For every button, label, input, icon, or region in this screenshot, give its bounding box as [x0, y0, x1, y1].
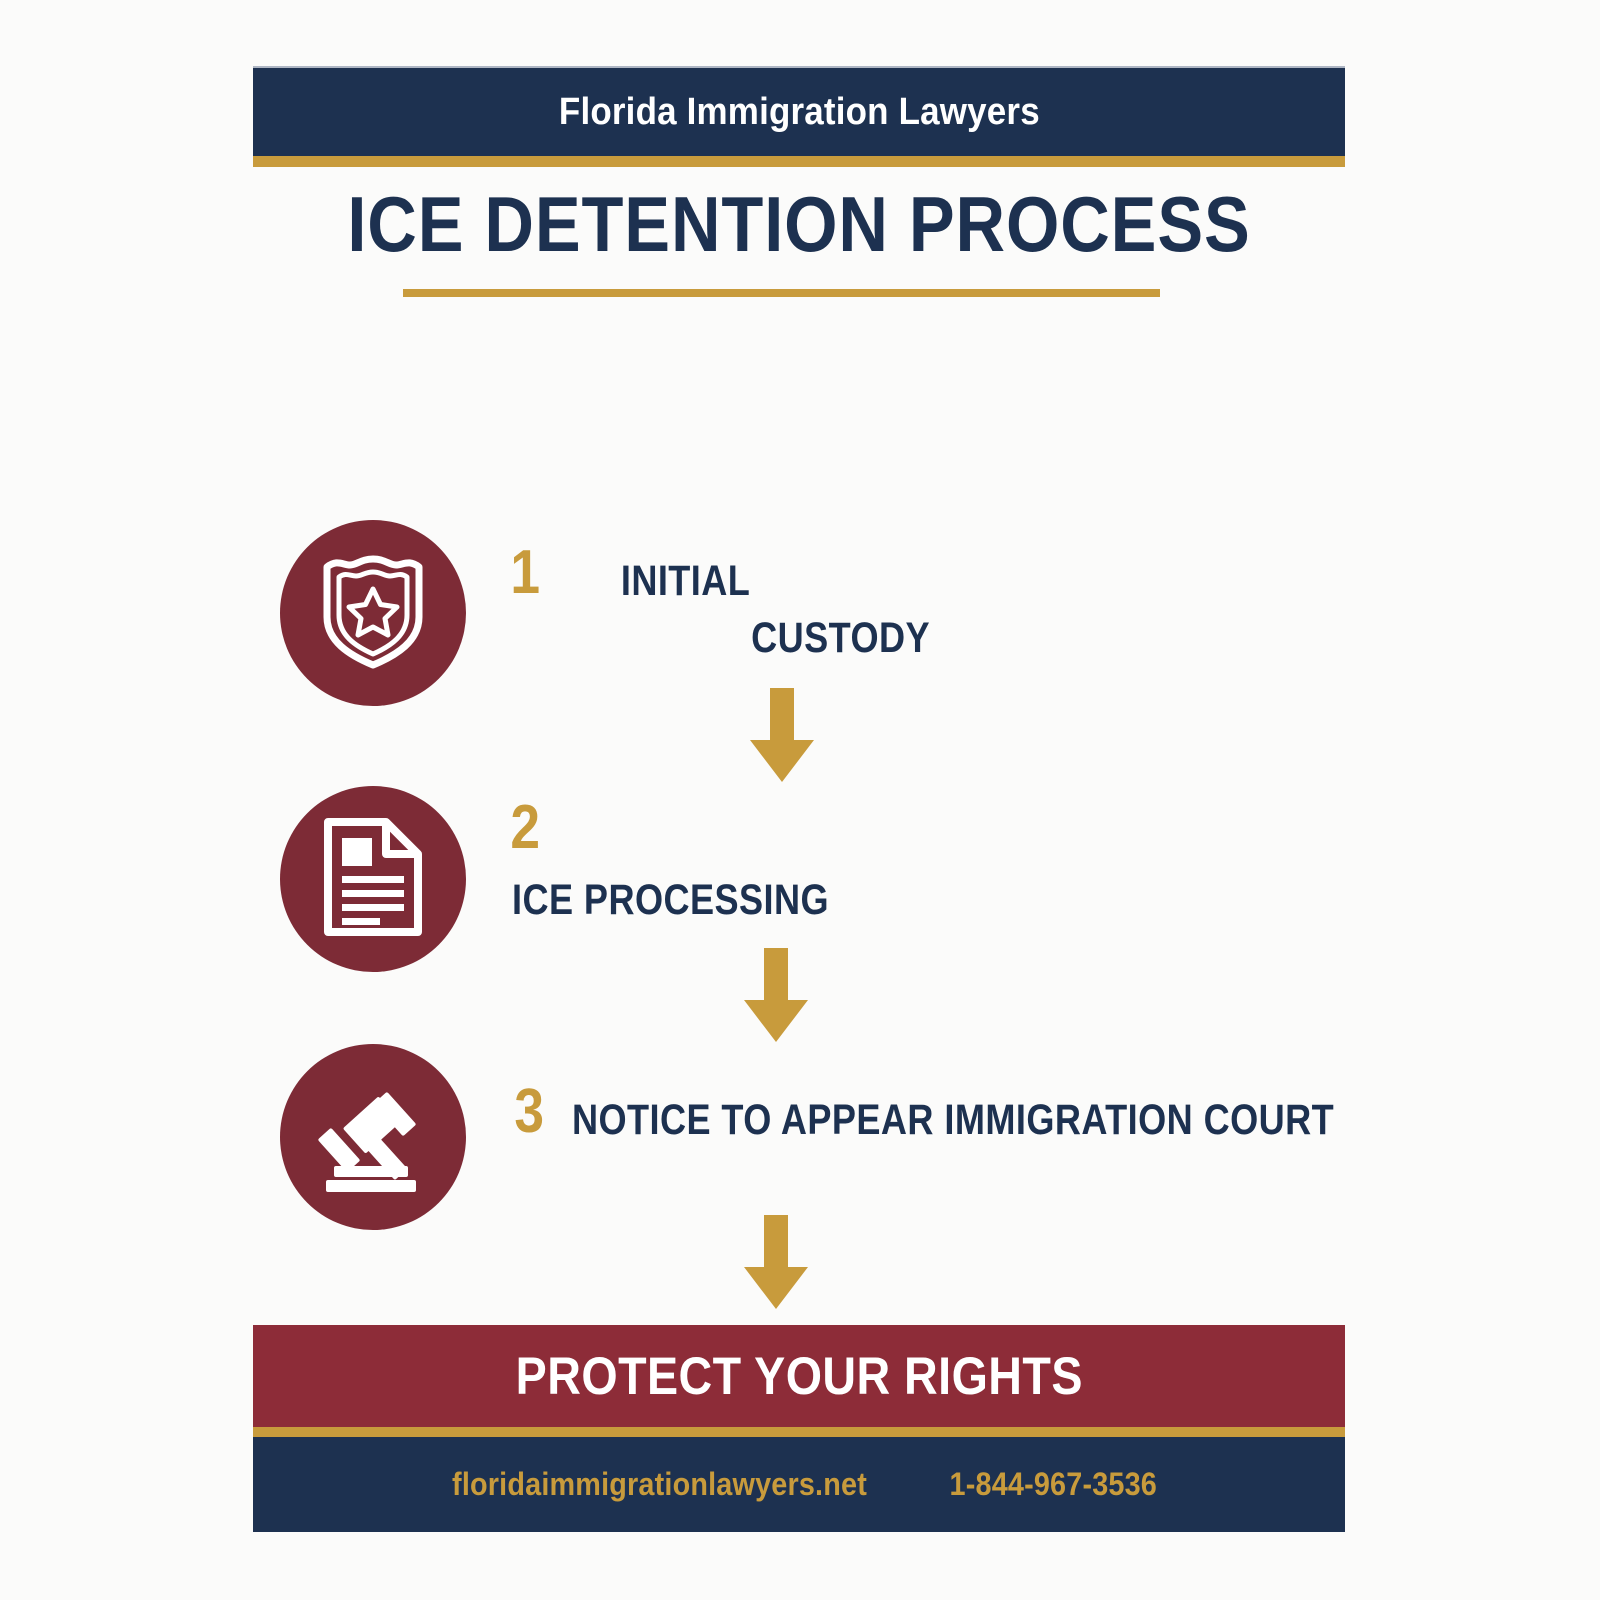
step-2-label: ICE PROCESSING	[512, 876, 829, 924]
arrow-down-icon-2	[738, 948, 814, 1044]
step-1-label-line-1: INITIAL	[620, 557, 751, 605]
contact-bar: floridaimmigrationlawyers.net 1-844-967-…	[253, 1437, 1345, 1532]
title-underline-rule	[403, 289, 1160, 297]
phone-number[interactable]: 1-844-967-3536	[949, 1466, 1158, 1502]
page-title: ICE DETENTION PROCESS	[347, 180, 1251, 268]
arrow-down-icon-3	[738, 1215, 814, 1311]
step-1-label: INITIAL CUSTODY	[611, 553, 930, 667]
step-3-icon-circle	[280, 1044, 466, 1230]
brand-bar-gold-rule	[253, 156, 1345, 167]
gavel-icon	[314, 1076, 432, 1199]
step-3-number: 3	[514, 1077, 545, 1146]
cta-gold-rule	[253, 1427, 1345, 1437]
step-2-number: 2	[510, 793, 541, 862]
brand-bar: Florida Immigration Lawyers	[253, 68, 1345, 156]
step-1-number: 1	[510, 538, 541, 607]
call-to-action-text: PROTECT YOUR RIGHTS	[515, 1346, 1083, 1406]
police-badge-shield-icon	[317, 551, 429, 676]
step-1-label-line-2: CUSTODY	[751, 614, 930, 662]
arrow-down-icon-1	[744, 688, 820, 784]
call-to-action-banner: PROTECT YOUR RIGHTS	[253, 1325, 1345, 1427]
website-link[interactable]: floridaimmigrationlawyers.net	[452, 1466, 868, 1502]
step-1-icon-circle	[280, 520, 466, 706]
document-page-icon	[320, 816, 426, 943]
step-2-icon-circle	[280, 786, 466, 972]
brand-name: Florida Immigration Lawyers	[558, 90, 1040, 133]
step-3-label: NOTICE TO APPEAR IMMIGRATION COURT	[572, 1096, 1335, 1144]
